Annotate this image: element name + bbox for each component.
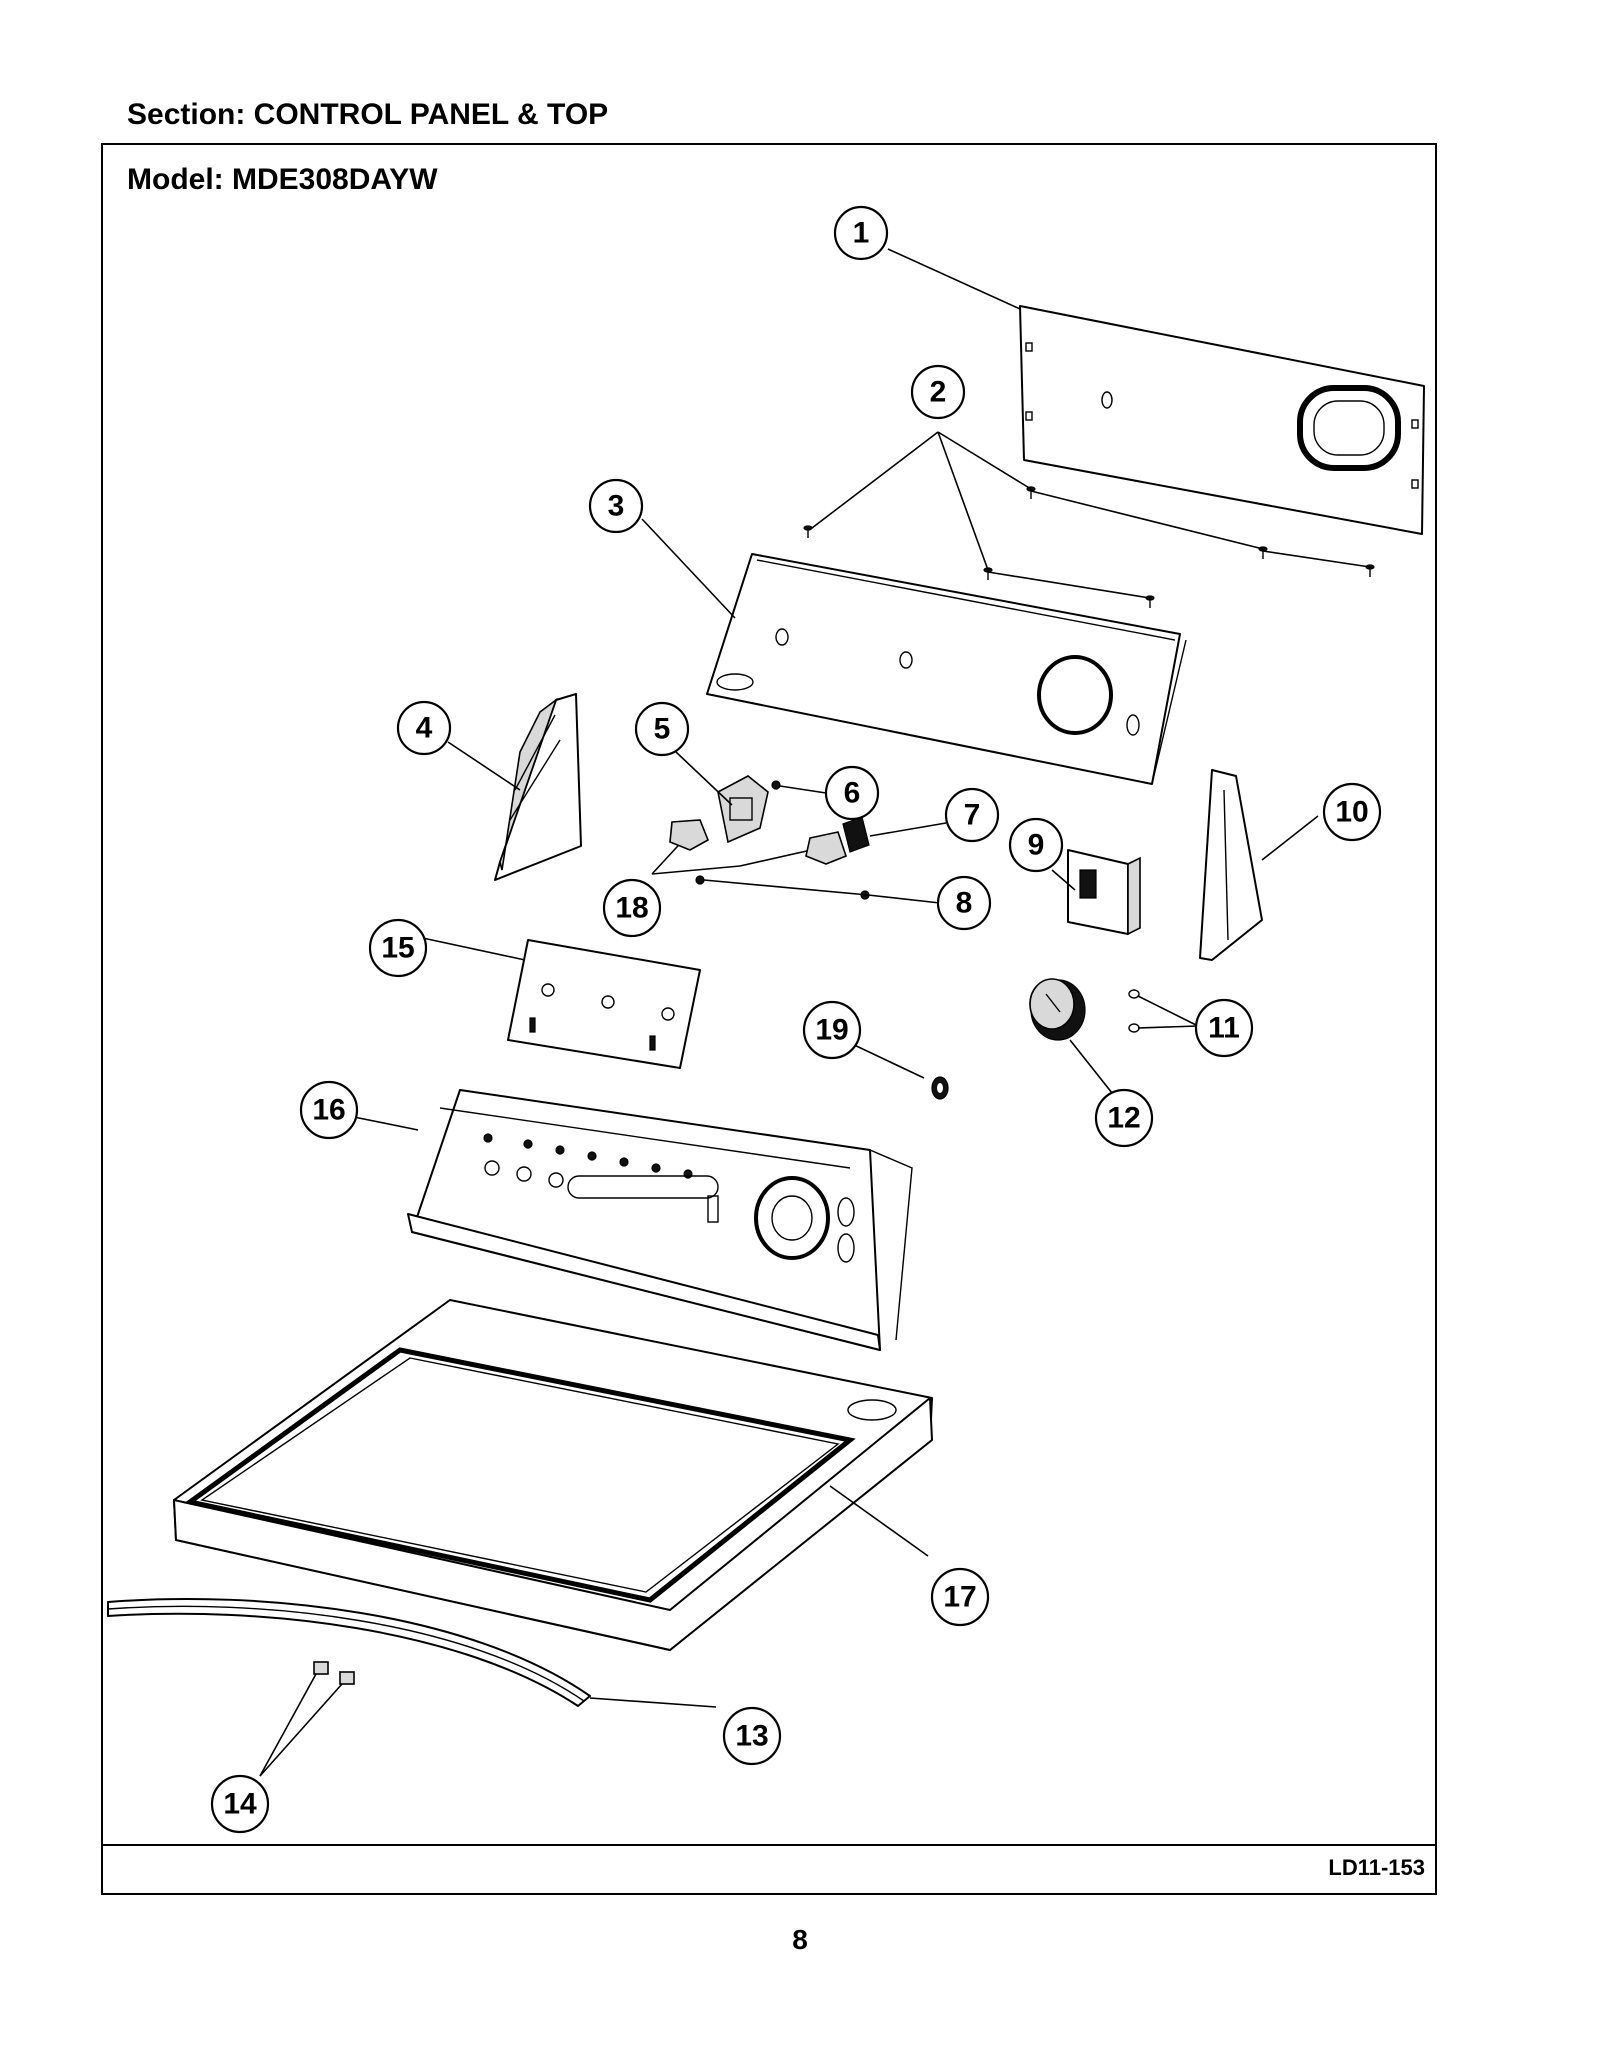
part-1-rear-panel: [1019, 305, 1425, 535]
part-12-knob: [1029, 978, 1086, 1041]
callout-10: 10: [1322, 782, 1382, 842]
svg-text:13: 13: [735, 1720, 768, 1753]
section-title: Section: CONTROL PANEL & TOP: [127, 98, 609, 131]
svg-text:2: 2: [930, 376, 947, 409]
callout-19: 19: [802, 1000, 862, 1060]
callout-11: 11: [1194, 998, 1254, 1058]
svg-text:14: 14: [223, 1788, 257, 1821]
callout-7: 7: [944, 787, 1000, 843]
svg-text:5: 5: [654, 713, 671, 746]
frame-divider: [103, 1844, 1435, 1846]
callout-13: 13: [722, 1706, 782, 1766]
page-number: 8: [792, 1924, 808, 1955]
model-label: Model: MDE308DAYW: [127, 163, 438, 196]
part-6-small-screw: [771, 780, 781, 790]
callout-4: 4: [396, 700, 452, 756]
part-19-grommet: [931, 1076, 949, 1100]
svg-text:1: 1: [853, 217, 870, 250]
callout-12: 12: [1094, 1088, 1154, 1148]
part-9-module: [1067, 849, 1141, 936]
part-11-fasteners: [1128, 989, 1140, 1033]
callout-5: 5: [634, 701, 690, 757]
svg-text:17: 17: [943, 1581, 976, 1614]
svg-text:3: 3: [608, 490, 625, 523]
callout-6: 6: [824, 765, 880, 821]
svg-text:11: 11: [1208, 1012, 1240, 1045]
svg-text:15: 15: [381, 932, 414, 965]
callout-14: 14: [210, 1774, 270, 1834]
svg-text:9: 9: [1028, 829, 1045, 862]
part-15-circuit-board: [507, 939, 701, 1069]
part-13-trim-strip: [107, 1597, 591, 1707]
leader-lines: [259, 248, 1371, 1777]
callout-16: 16: [299, 1080, 359, 1140]
diagram-frame: Model: MDE308DAYW LD11-153: [101, 143, 1437, 1895]
callout-1: 1: [833, 205, 889, 261]
svg-text:6: 6: [844, 777, 861, 810]
callout-9: 9: [1008, 817, 1064, 873]
part-7-switch-clip: [842, 816, 870, 853]
svg-text:8: 8: [956, 887, 973, 920]
part-17-top: [173, 1299, 933, 1651]
svg-text:16: 16: [312, 1094, 345, 1127]
svg-text:18: 18: [615, 892, 648, 925]
callout-2: 2: [910, 364, 966, 420]
part-18-knob-inserts: [669, 819, 847, 865]
part-5-switch: [717, 775, 769, 844]
part-4-left-end-cap: [494, 693, 582, 881]
part-10-right-end-cap: [1199, 769, 1263, 961]
callout-3: 3: [588, 478, 644, 534]
part-16-console: [407, 1089, 913, 1351]
callout-18: 18: [602, 878, 662, 938]
svg-text:10: 10: [1335, 796, 1368, 829]
svg-text:19: 19: [815, 1014, 848, 1047]
svg-text:7: 7: [964, 799, 981, 832]
drawing-code: LD11-153: [1328, 1855, 1425, 1880]
part-14-clips: [313, 1661, 355, 1685]
callout-17: 17: [930, 1567, 990, 1627]
callout-15: 15: [368, 918, 428, 978]
svg-text:4: 4: [416, 712, 433, 745]
callout-8: 8: [936, 875, 992, 931]
svg-text:12: 12: [1107, 1102, 1140, 1135]
part-3-panel-cover: [706, 553, 1187, 785]
